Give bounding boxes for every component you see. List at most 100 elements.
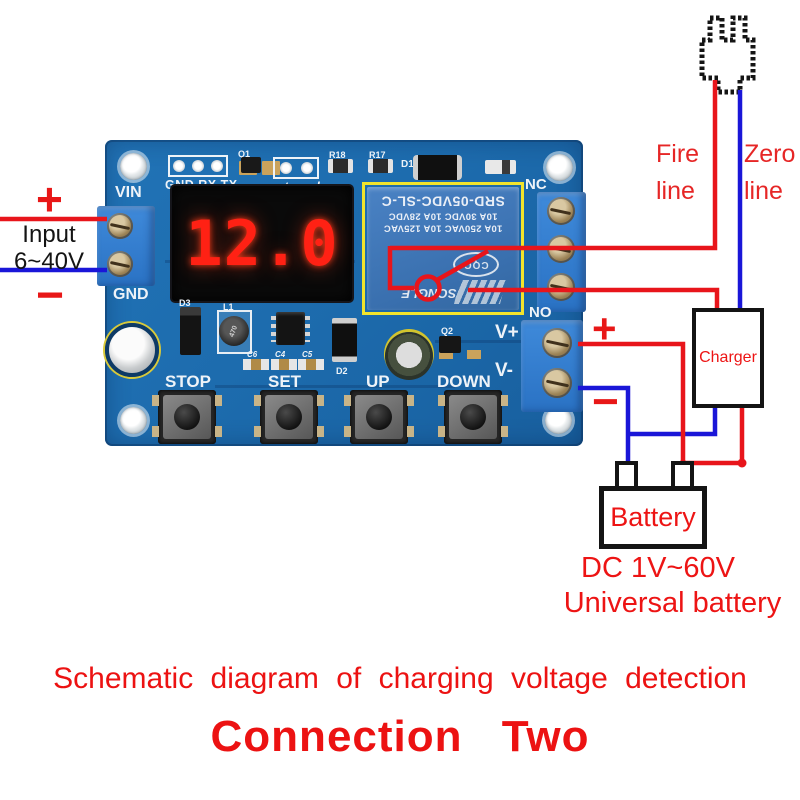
vin-label: VIN [115,184,142,201]
fire-line-wire [390,80,718,251]
fire-line-word2: line [656,177,695,205]
set-button-label: SET [268,372,302,391]
terminal-screw [547,273,575,301]
set-button [254,390,324,444]
header-pad [173,160,186,172]
wire-junction-dot [737,458,747,468]
button-cap [460,404,486,430]
ac-plug-icon [699,15,756,95]
mounting-hole [546,154,573,181]
header-pad [300,162,313,174]
v-minus-wire [578,385,631,468]
input-note-line2: 6~40V [13,248,85,275]
input-voltage-note: Input 6~40V [4,221,94,275]
mounting-hole [120,407,147,434]
relay-switch-arm [435,249,490,282]
button-cap [366,404,392,430]
pcb-trace [435,340,525,343]
battery-note-type: Universal battery [563,587,782,619]
up-button-label: UP [366,372,390,391]
output-plus-symbol: + [592,305,617,352]
input-note-line1: Input [22,221,76,248]
r18-resistor [328,159,353,173]
terminal-screw [107,213,133,239]
charger-box: Charger [692,308,764,408]
c6-capacitor [243,359,269,370]
pcb-trace [215,385,455,388]
live-wires [0,80,745,468]
gnd-label: GND [113,286,149,303]
terminal-screw [547,197,575,225]
terminal-screw [542,368,572,398]
serial-header [168,155,228,177]
battery-label: Battery [610,502,696,532]
input-minus-symbol: − [36,269,65,322]
stop-button [152,390,222,444]
d1-label: D1 [401,159,414,170]
c5-capacitor [298,359,324,370]
neutral-wires [0,90,743,468]
charger-label: Charger [699,349,757,366]
q2-transistor [439,336,461,353]
v-minus-label: V- [495,360,513,381]
d3-label: D3 [179,298,191,308]
smd-component [485,160,516,174]
up-button [344,390,414,444]
no-label: NO [529,304,552,321]
down-button [438,390,508,444]
terminal-screw [542,328,572,358]
soic-chip [276,312,305,345]
terminal-screw [107,251,133,277]
d2-diode [332,318,357,362]
d1-diode [413,155,462,180]
v-plus-wire [578,341,686,468]
output-minus-symbol: − [592,375,619,427]
display-value: 12.0 [185,207,339,280]
c6-label: C6 [247,350,258,359]
header-pad [279,162,292,174]
c5-label: C5 [302,350,313,359]
out-gnd-header [273,157,319,179]
l1-inductor: 470 [219,316,249,346]
header-pad [191,160,204,172]
q1-label: Q1 [238,149,251,159]
seven-segment-display: 12.0 [172,186,352,301]
c4-capacitor [271,359,297,370]
d3-component [180,307,201,355]
v-minus-charger-branch [628,406,718,437]
down-button-label: DOWN [437,372,491,391]
diagram-subtitle: Connection Two [210,712,590,761]
button-cap [174,404,200,430]
v-plus-label: V+ [495,322,519,343]
r18-label: R18 [329,150,346,160]
electrolytic-capacitor [105,323,159,377]
zero-line-word2: line [744,177,783,205]
soic-pins [305,316,310,342]
zero-line-label: Zero line [744,136,795,210]
relay-switch-pivot [414,274,442,302]
zero-line-word1: Zero [744,140,796,168]
battery-box: Battery [599,486,707,549]
mounting-hole [120,153,147,180]
nc-label: NC [525,176,547,193]
header-pad [210,160,223,172]
relay-to-charger-wire [468,287,720,310]
button-cap [276,404,302,430]
q2-label: Q2 [441,326,454,336]
fire-line-word1: Fire [656,140,700,168]
q1-transistor [241,157,261,173]
stop-button-label: STOP [165,372,211,391]
input-plus-symbol: + [36,173,63,225]
relay-common-wire [387,246,414,291]
r17-resistor [368,159,393,173]
fire-line-label: Fire line [656,136,699,210]
l1-label: L1 [223,302,234,312]
c4-label: C4 [275,350,286,359]
buzzer [385,332,433,380]
r17-label: R17 [369,150,386,160]
soic-pins [271,316,276,342]
diagram-title: Schematic diagram of charging voltage de… [53,662,747,695]
battery-note-voltage: DC 1V~60V [581,552,735,584]
